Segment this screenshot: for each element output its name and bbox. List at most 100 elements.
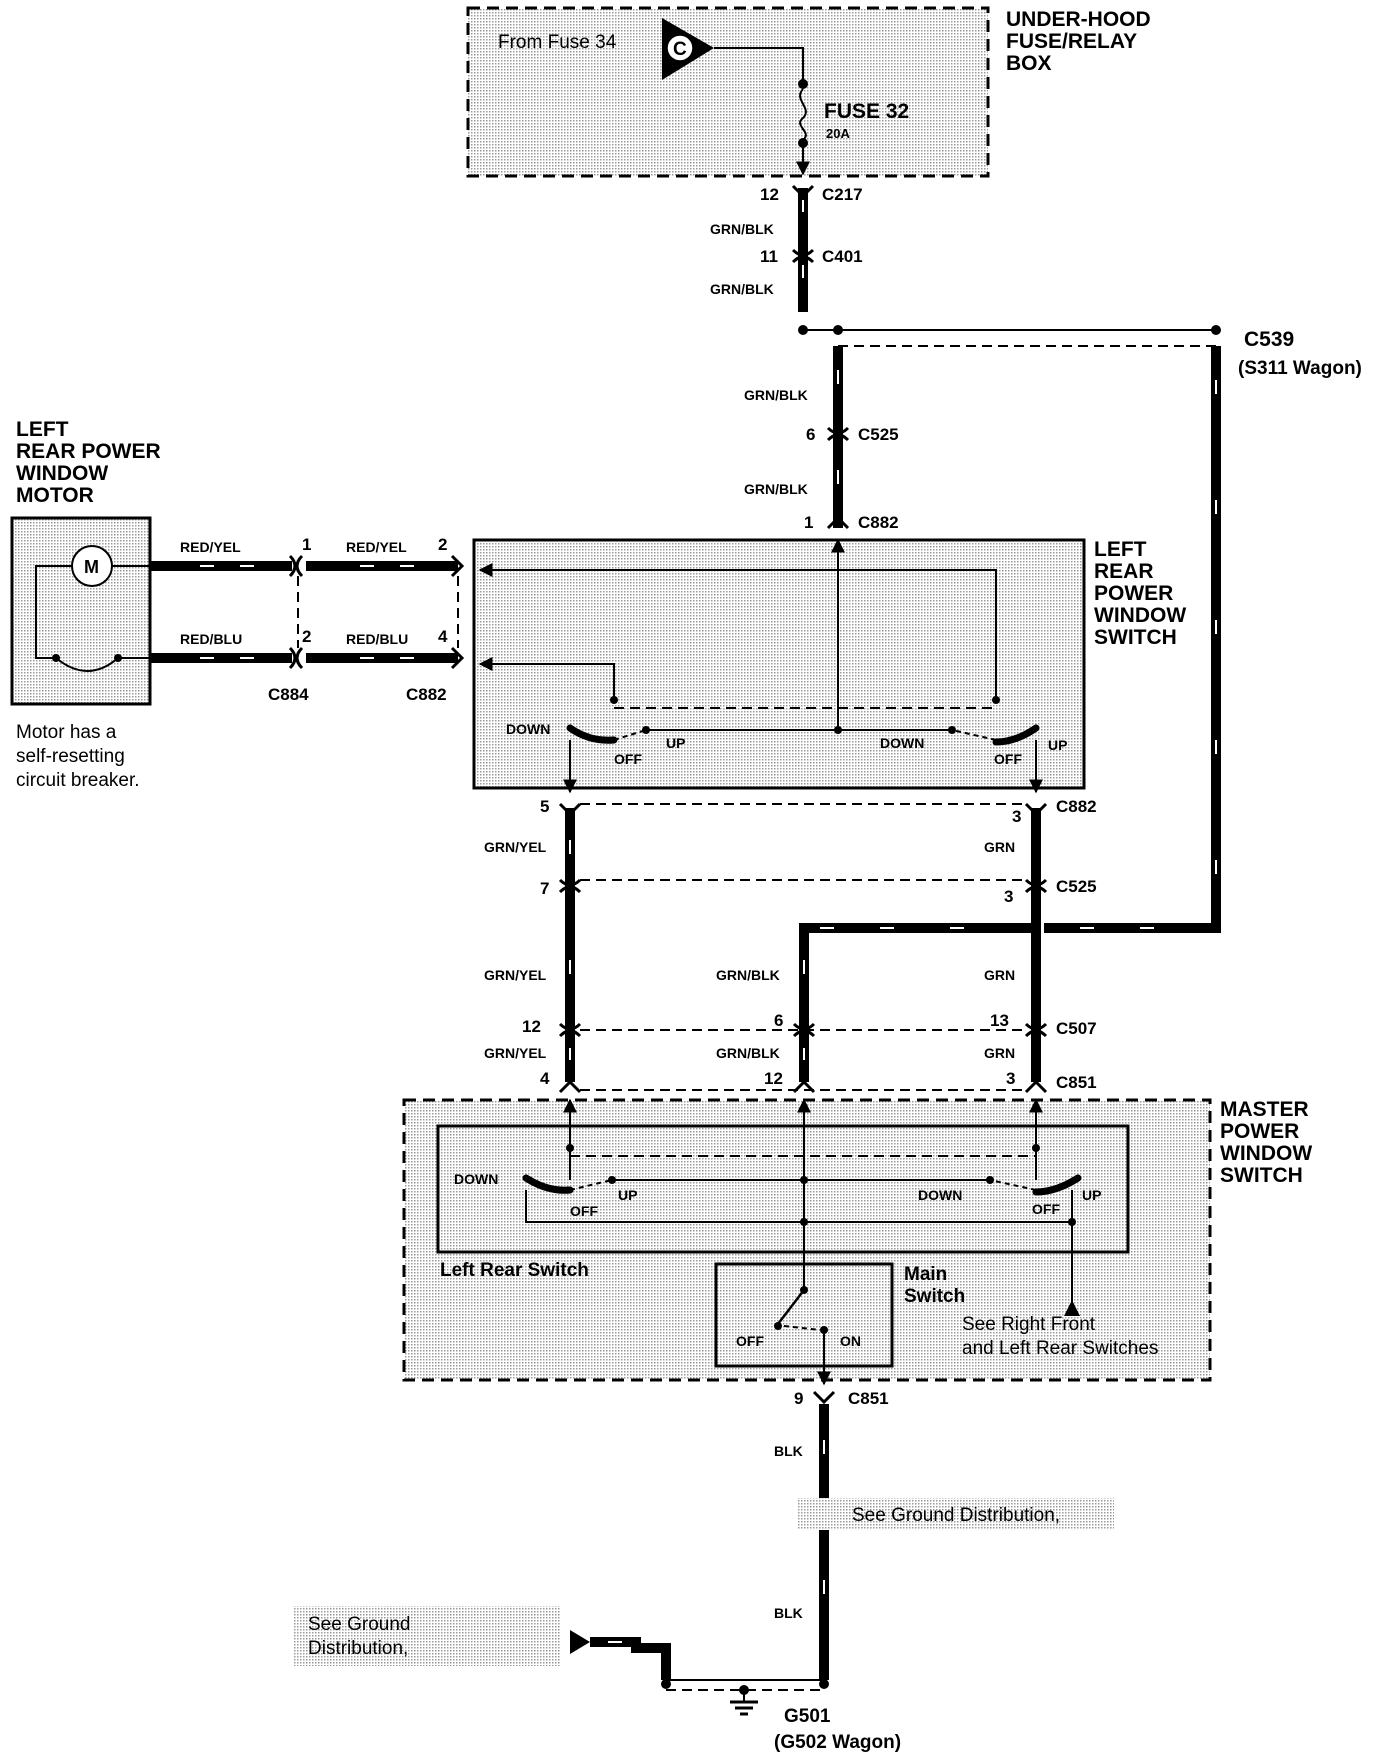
see-ground-left-box (294, 1606, 560, 1666)
wire-label-motor-bottom-left: RED/BLU (180, 631, 242, 647)
motor-title-4: MOTOR (16, 484, 94, 507)
c882-motor-pin-2: 4 (438, 627, 448, 646)
fuse-box-title-1: UNDER-HOOD (1006, 8, 1151, 31)
master-switch: MASTER POWER WINDOW SWITCH Left Rear Swi… (402, 1098, 1312, 1386)
ground-wiring: 9 C851 BLK BLK See Ground Distribution, … (294, 1389, 1114, 1753)
lr-switch-up-left: UP (666, 735, 685, 751)
wire-label-c401-splice: GRN/BLK (710, 281, 774, 297)
left-rear-switch: LEFT REAR POWER WINDOW SWITCH DOWN OFF U… (472, 538, 1186, 794)
master-right-contact (1032, 1174, 1082, 1196)
c884-pin-2: 2 (302, 627, 311, 646)
source-connector-letter: C (673, 39, 687, 60)
see-ground-left-1: See Ground (308, 1614, 410, 1635)
c851-top-pin-mid: 12 (764, 1069, 783, 1088)
c882-bottom-label: C882 (1056, 797, 1097, 816)
master-title-4: SWITCH (1220, 1164, 1303, 1187)
main-switch-on: ON (840, 1333, 861, 1349)
c401-label: C401 (822, 247, 863, 266)
lr-switch-off-right: OFF (994, 751, 1022, 767)
left-rear-motor: LEFT REAR POWER WINDOW MOTOR M Motor has… (10, 418, 161, 791)
master-off-left: OFF (570, 1203, 598, 1219)
lr-switch-title-1: LEFT (1094, 538, 1147, 561)
motor-note-3: circuit breaker. (16, 770, 140, 791)
breaker-icon (55, 657, 119, 672)
master-down-left: DOWN (454, 1171, 498, 1187)
motor-title-2: REAR POWER (16, 440, 161, 463)
left-rear-switch-label: Left Rear Switch (440, 1260, 589, 1281)
master-title-2: POWER (1220, 1120, 1299, 1143)
supply-trunk: 12 C217 GRN/BLK 11 C401 GRN/BLK (710, 184, 863, 312)
lr-switch-right-contact (992, 724, 1040, 746)
master-up-right: UP (1082, 1187, 1101, 1203)
motor-wires: RED/YEL RED/YEL RED/BLU RED/BLU 1 2 2 4 … (150, 535, 465, 704)
motor-title-1: LEFT (16, 418, 69, 441)
main-switch-off: OFF (736, 1333, 764, 1349)
c884-pin-1: 1 (302, 535, 311, 554)
motor-symbol: M (84, 557, 99, 577)
fuse-box-title-3: BOX (1006, 52, 1052, 75)
c851-bottom-pin: 9 (794, 1389, 803, 1408)
c217-label: C217 (822, 185, 863, 204)
see-switches-note-1: See Right Front (962, 1314, 1096, 1335)
fuse-relay-box: UNDER-HOOD FUSE/RELAY BOX From Fuse 34 C… (466, 6, 1151, 178)
master-left-contact (522, 1174, 574, 1194)
c507-pin-left: 12 (522, 1017, 541, 1036)
wire-label-grn-1: GRN (984, 839, 1015, 855)
lr-switch-title-4: WINDOW (1094, 604, 1186, 627)
wire-label-blk-1: BLK (774, 1443, 803, 1459)
see-other-switches-arrow (1064, 1300, 1080, 1316)
wire-label-motor-bottom-right: RED/BLU (346, 631, 408, 647)
g501-note: (G502 Wagon) (774, 1732, 901, 1753)
see-ground-left-2: Distribution, (308, 1638, 408, 1659)
wire-label-blk-2: BLK (774, 1605, 803, 1621)
lr-switch-title-3: POWER (1094, 582, 1173, 605)
c882-motor-label: C882 (406, 685, 447, 704)
lr-switch-off-left: OFF (614, 751, 642, 767)
main-switch-label-1: Main (904, 1264, 947, 1285)
wire-label-grn-blk-mid-2: GRN/BLK (716, 1045, 780, 1061)
ground-dist-arrow (570, 1630, 590, 1654)
wire-label-motor-top-left: RED/YEL (180, 539, 241, 555)
c882-top-label: C882 (858, 513, 899, 532)
lr-switch-left-contact (566, 724, 618, 744)
c507-pin-mid: 6 (774, 1011, 783, 1030)
fuse-label: FUSE 32 (824, 100, 909, 123)
lr-switch-up-right: UP (1048, 737, 1067, 753)
switch-interconnect-wires: 5 3 C882 GRN/YEL GRN 7 3 C525 GRN/YEL GR… (484, 797, 1097, 1094)
wire-label-grn-blk-mid-1: GRN/BLK (716, 967, 780, 983)
see-ground-mid: See Ground Distribution, (852, 1505, 1060, 1526)
c539-splice: C539 (S311 Wagon) (798, 325, 1362, 933)
c401-pin: 11 (760, 247, 778, 266)
c851-top-label: C851 (1056, 1073, 1097, 1092)
c539-note: (S311 Wagon) (1238, 358, 1362, 379)
wire-label-c217-c401: GRN/BLK (710, 221, 774, 237)
wire-label-motor-top-right: RED/YEL (346, 539, 407, 555)
g501-label: G501 (784, 1706, 831, 1727)
c884-label: C884 (268, 685, 309, 704)
master-title-3: WINDOW (1220, 1142, 1312, 1165)
fuse-box-title-2: FUSE/RELAY (1006, 30, 1137, 53)
wire-label-grn-2: GRN (984, 967, 1015, 983)
c882-bottom-pin-right: 3 (1012, 807, 1021, 826)
fuse-icon (799, 88, 807, 141)
fuse-source-label: From Fuse 34 (498, 32, 617, 53)
wire-label-grn-3: GRN (984, 1045, 1015, 1061)
wire-label-grn-yel-3: GRN/YEL (484, 1045, 547, 1061)
master-title-1: MASTER (1220, 1098, 1309, 1121)
motor-note-2: self-resetting (16, 746, 125, 767)
c507-pin-right: 13 (990, 1011, 1009, 1030)
c507-label: C507 (1056, 1019, 1097, 1038)
c525-mid-pin-left: 7 (540, 879, 549, 898)
c217-pin: 12 (760, 185, 779, 204)
motor-title-3: WINDOW (16, 462, 108, 485)
main-switch-label-2: Switch (904, 1286, 965, 1307)
lr-switch-title-5: SWITCH (1094, 626, 1177, 649)
motor-note-1: Motor has a (16, 722, 117, 743)
c882-top-pin: 1 (804, 513, 813, 532)
c525-top-label: C525 (858, 425, 899, 444)
see-switches-note-2: and Left Rear Switches (962, 1338, 1158, 1359)
c882-bottom-pin-left: 5 (540, 797, 549, 816)
c851-top-pin-left: 4 (540, 1069, 550, 1088)
c882-motor-pin-1: 2 (438, 535, 447, 554)
lr-switch-title-2: REAR (1094, 560, 1154, 583)
